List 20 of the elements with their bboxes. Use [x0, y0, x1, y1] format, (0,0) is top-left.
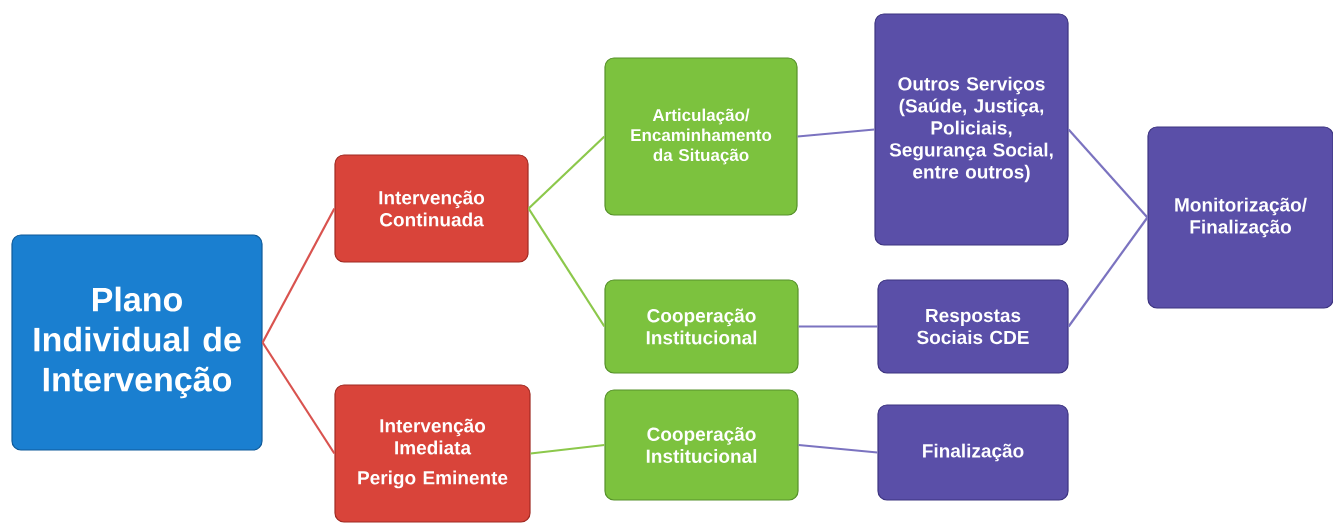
process-box: Monitorização/ Finalização [1147, 126, 1333, 309]
process-box: Outros Serviços (Saúde, Justiça, Policiais, Segurança Social, entre outros) [874, 13, 1069, 246]
connector-line [530, 443, 605, 455]
process-box: Cooperação Institucional [604, 389, 799, 501]
process-box: Plano Individual de Intervenção [11, 234, 263, 451]
connector-line [527, 135, 606, 210]
connector-line [527, 207, 606, 328]
connector-line [798, 325, 878, 328]
process-box: Finalização [877, 404, 1069, 501]
process-box: Articulação/ Encaminhamento da Situação [604, 57, 798, 216]
connector-line [1067, 128, 1149, 219]
connector-line [798, 443, 878, 454]
connector-line [797, 128, 875, 138]
process-box: Cooperação Institucional [604, 279, 799, 374]
connector-line [1067, 216, 1149, 328]
connector-line [261, 341, 336, 455]
process-box: Respostas Sociais CDE [877, 279, 1069, 374]
process-box: Intervenção Imediata Perigo Eminente [334, 384, 531, 523]
connector-line [261, 207, 336, 343]
process-box: Intervenção Continuada [334, 154, 529, 263]
